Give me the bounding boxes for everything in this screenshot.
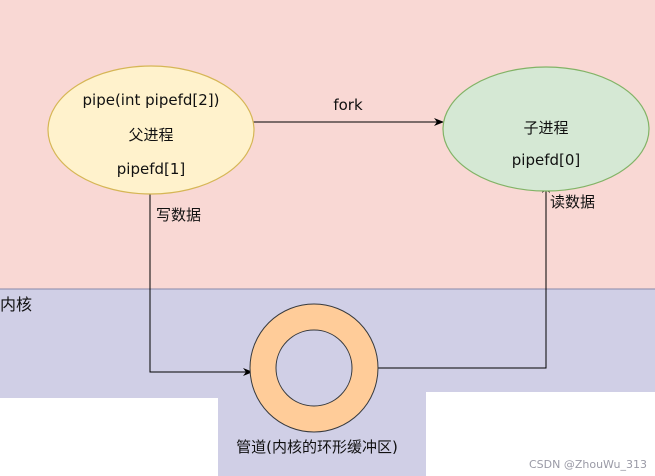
child-line-2: pipefd[0] [511, 151, 581, 169]
write-data-label: 写数据 [156, 206, 202, 224]
parent-line-2: 父进程 [128, 126, 174, 144]
read-data-label: 读数据 [550, 193, 596, 211]
pipe-ring-buffer [250, 304, 378, 432]
fork-label: fork [333, 96, 363, 114]
parent-line-1: pipe(int pipefd[2]) [82, 91, 220, 109]
blank-patch-right [426, 392, 655, 476]
pipe-ring-outer-edge [249, 303, 379, 433]
watermark: CSDN @ZhouWu_313 [528, 458, 647, 471]
child-process-node [442, 66, 650, 192]
write-arrow [149, 180, 253, 376]
parent-process-node [47, 65, 255, 195]
parent-line-3: pipefd[1] [116, 160, 186, 178]
kernel-label: 内核 [0, 295, 33, 314]
read-arrow [376, 183, 550, 369]
blank-patch-left [0, 398, 218, 476]
child-line-1: 子进程 [523, 119, 569, 137]
pipe-buffer-label: 管道(内核的环形缓冲区) [236, 438, 398, 456]
pipe-ring-inner-edge [275, 329, 353, 407]
